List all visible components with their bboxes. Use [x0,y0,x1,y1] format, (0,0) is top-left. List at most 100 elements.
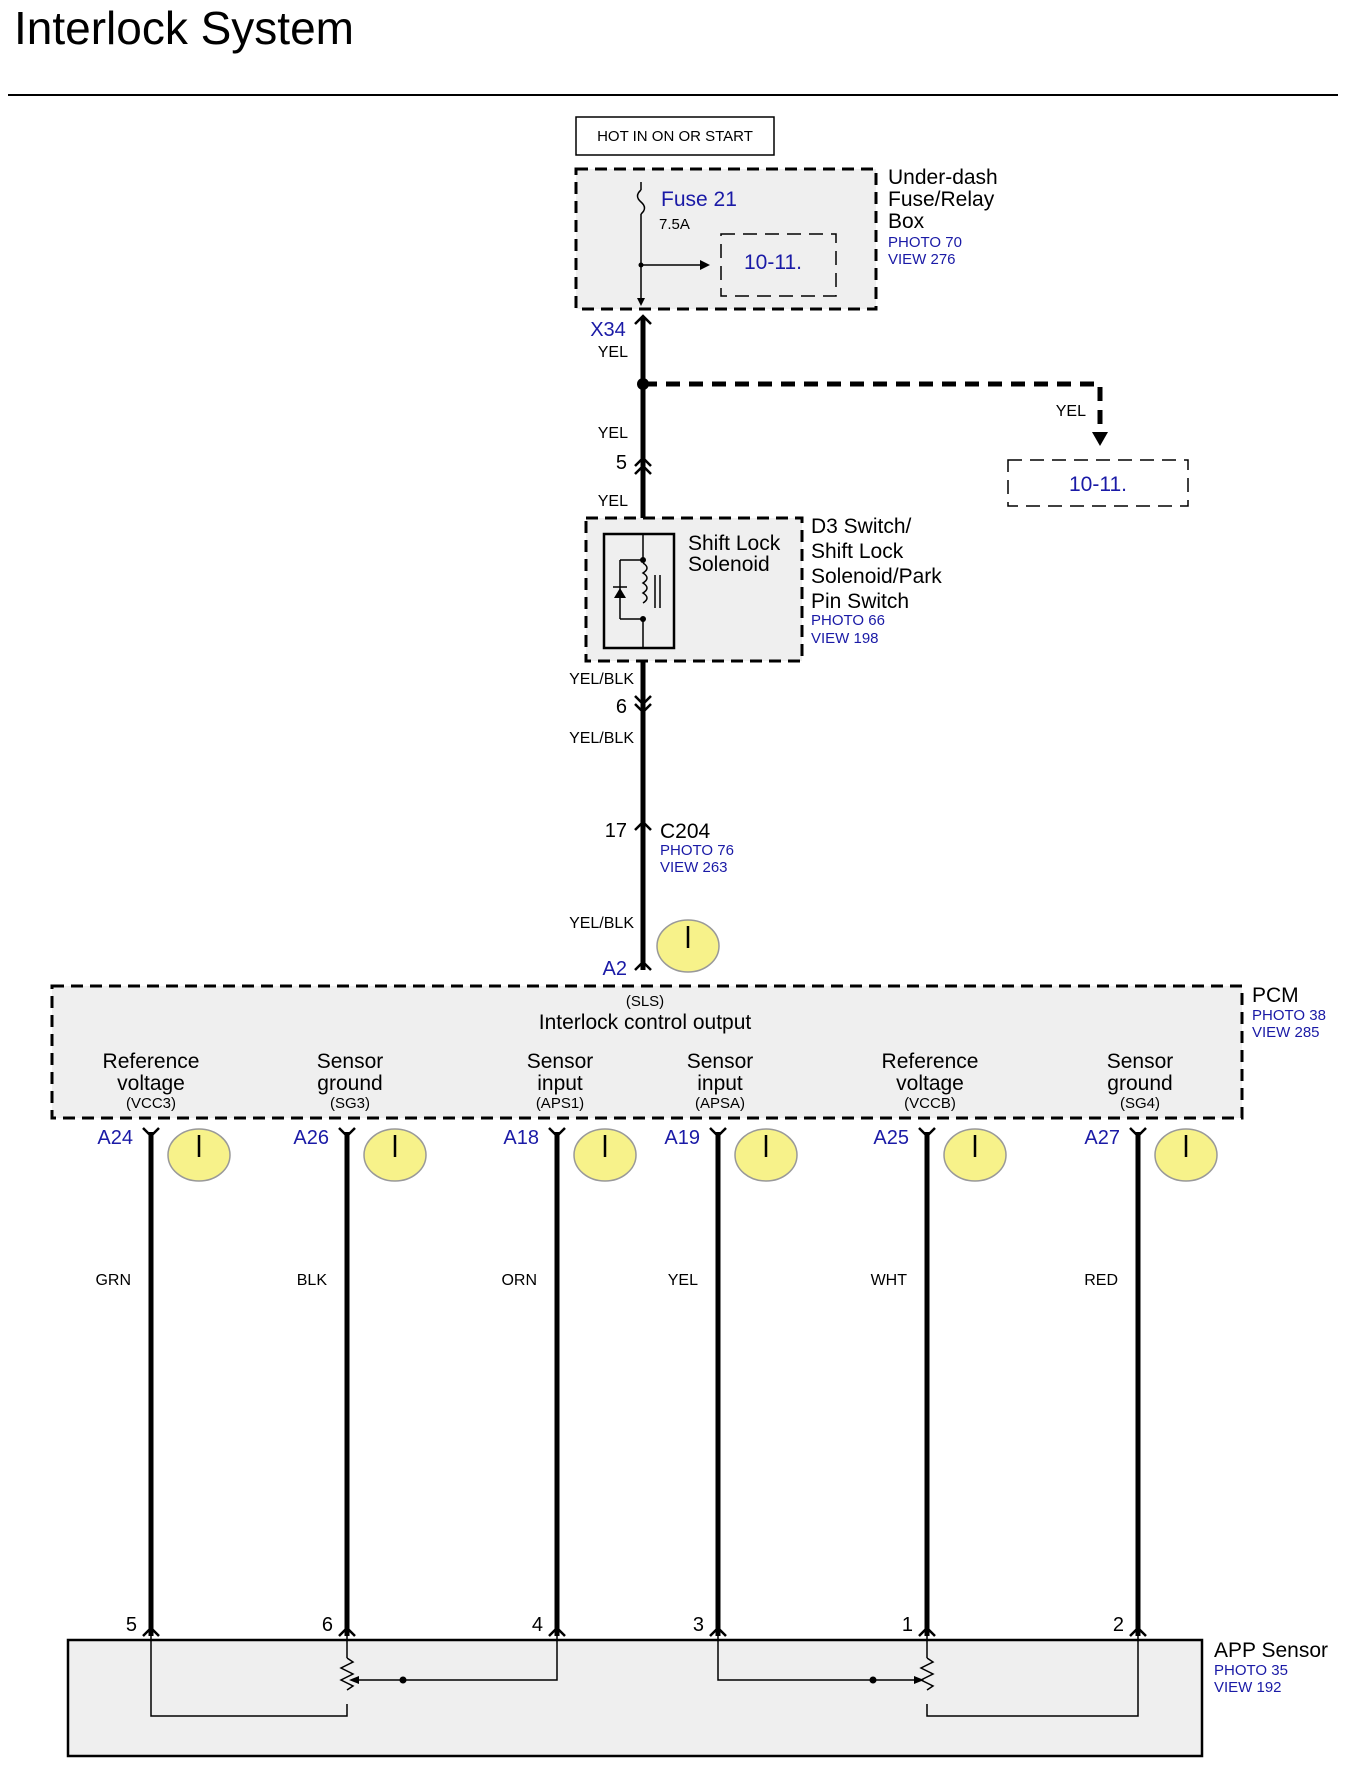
pcm-pin-connector [338,1127,356,1138]
wire-color-label: WHT [871,1272,908,1289]
switch-name-1: D3 Switch/ [811,515,912,538]
pcm-pin-label: A25 [873,1127,909,1149]
test-meter [734,1128,798,1182]
output-desc-line2: ground [317,1072,382,1095]
pcm-name: PCM [1252,984,1299,1007]
wire-color-label: RED [1084,1272,1118,1289]
fuse-ref-box [720,233,837,297]
switch-photo-link[interactable]: PHOTO 66 [811,612,885,629]
pcm-pin-connector [918,1127,936,1138]
test-meter [363,1128,427,1182]
pcm-photo-link[interactable]: PHOTO 38 [1252,1007,1326,1024]
pcm-output-circuits: Referencevoltage(VCC3)A24GRN5Sensorgroun… [95,1050,1218,1637]
sensor-pin-connector [709,1626,727,1637]
connector-6-pin: 6 [616,696,627,718]
power-label: HOT IN ON OR START [597,128,753,145]
sensor-pin-connector [548,1626,566,1637]
switch-name-3: Solenoid/Park [811,565,942,588]
switch-view-link[interactable]: VIEW 198 [811,630,879,647]
wire-label-c5-bottom: YEL [598,493,628,510]
pcm-a2-connector [634,960,652,971]
branch-ref-link[interactable]: 10-11. [1069,473,1127,496]
sensor-pin-connector [338,1626,356,1637]
solenoid-label-2: Solenoid [688,553,770,576]
output-desc-line1: Reference [103,1050,200,1073]
pcm-pin-label: A19 [664,1127,700,1149]
output-signal: (APS1) [536,1095,584,1112]
output-desc-line2: input [537,1072,583,1095]
fuse-box-name-2: Fuse/Relay [888,188,995,211]
branch-arrow [1092,432,1108,446]
branch-wire-label: YEL [1056,403,1086,420]
fuse-ref-link[interactable]: 10-11. [744,251,802,274]
wire-label-c6-bottom: YEL/BLK [569,730,634,747]
shift-lock-solenoid [602,532,676,650]
output-desc-line1: Sensor [687,1050,754,1073]
output-desc-line2: ground [1107,1072,1172,1095]
branch-ref-box [1007,459,1189,507]
connector-5-pin: 5 [616,452,627,474]
output-signal: (VCCB) [904,1095,956,1112]
wire-label-c5-top: YEL [598,425,628,442]
fuse-box-name-1: Under-dash [888,166,998,189]
pcm-box [50,984,1244,1120]
page-title: Interlock System [14,2,354,54]
solenoid-symbol [613,534,661,648]
sensor-pin-connector [1129,1626,1147,1637]
test-meter [573,1128,637,1182]
output-desc-line1: Sensor [1107,1050,1174,1073]
pcm-pin-a2: A2 [603,958,627,980]
output-signal: (SG3) [330,1095,370,1112]
output-signal: (SG4) [1120,1095,1160,1112]
power-label-box [575,116,775,156]
app-sensor-photo-link[interactable]: PHOTO 35 [1214,1662,1288,1679]
wire-color-label: GRN [95,1272,131,1289]
test-meter [1154,1128,1218,1182]
wire-label-x34: YEL [598,344,628,361]
fuse-box-photo-link[interactable]: PHOTO 70 [888,234,962,251]
solenoid-label-1: Shift Lock [688,532,781,555]
sensor-pin-connector [918,1626,936,1637]
output-desc-line1: Sensor [527,1050,594,1073]
test-meter [943,1128,1007,1182]
connector-c204-view-link[interactable]: VIEW 263 [660,859,728,876]
sensor-pin-label: 5 [126,1614,137,1636]
app-sensor-view-link[interactable]: VIEW 192 [1214,1679,1282,1696]
sensor-pin-connector [142,1626,160,1637]
connector-c204-pin: 17 [605,820,627,842]
output-desc-line2: voltage [896,1072,964,1095]
fuse-rating: 7.5A [659,216,690,233]
x34-connector [634,314,652,325]
connector-c204-photo-link[interactable]: PHOTO 76 [660,842,734,859]
pcm-pin-connector [142,1127,160,1138]
fuse-symbol [636,182,710,306]
fuse-box-view-link[interactable]: VIEW 276 [888,251,956,268]
output-desc-line2: input [697,1072,743,1095]
wire-color-label: YEL [668,1272,698,1289]
sensor-pin-label: 4 [532,1614,543,1636]
pcm-view-link[interactable]: VIEW 285 [1252,1024,1320,1041]
connector-c204-name: C204 [660,820,711,843]
output-signal: (VCC3) [126,1095,176,1112]
sensor-pin-label: 2 [1113,1614,1124,1636]
connector-c204 [634,820,652,831]
terminal-x34: X34 [590,319,626,341]
output-desc-line1: Reference [882,1050,979,1073]
sensor-pin-label: 1 [902,1614,913,1636]
pcm-pin-connector [1129,1127,1147,1138]
pcm-pin-label: A18 [503,1127,539,1149]
connector-5 [634,456,652,475]
wire-label-sw-out: YEL/BLK [569,671,634,688]
switch-name-2: Shift Lock [811,540,904,563]
connector-6 [634,695,652,714]
fuse-name: Fuse 21 [661,188,737,211]
wire-color-label: ORN [501,1272,537,1289]
pcm-pin-connector [709,1127,727,1138]
output-desc-line2: voltage [117,1072,185,1095]
